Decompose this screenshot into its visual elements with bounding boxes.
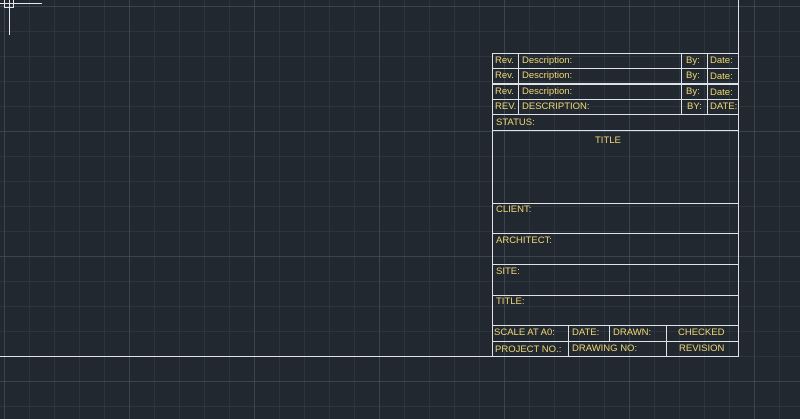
- sheet-border-bottom: [0, 356, 739, 357]
- revision-by-label: By:: [686, 70, 700, 81]
- revision-description-label: Description:: [522, 86, 573, 97]
- revision-rev-label: Rev.: [495, 70, 514, 81]
- crosshair-cursor-icon: [0, 0, 42, 36]
- drawing-no-label: DRAWING NO:: [572, 343, 638, 354]
- site-label: SITE:: [496, 266, 520, 277]
- revision-date-label: Date:: [710, 55, 733, 66]
- revision-by-label: By:: [686, 55, 700, 66]
- project-no-label: PROJECT NO.:: [495, 344, 562, 355]
- client-label: CLIENT:: [496, 204, 532, 215]
- revision-divider: [707, 53, 708, 115]
- status-label: STATUS:: [496, 117, 535, 128]
- revision-label: REVISION: [679, 343, 725, 354]
- footer-divider: [568, 325, 569, 357]
- site-cell[interactable]: [492, 264, 739, 296]
- revision-description-label: Description:: [522, 55, 573, 66]
- title-field-cell[interactable]: [492, 295, 739, 326]
- architect-label: ARCHITECT:: [496, 235, 552, 246]
- footer-divider: [609, 325, 610, 342]
- revision-divider: [681, 53, 682, 115]
- revision-date-label: Date:: [710, 87, 733, 98]
- revision-description-label: Description:: [522, 70, 573, 81]
- checked-label: CHECKED: [678, 327, 725, 338]
- revision-rev-label: Rev.: [495, 55, 514, 66]
- revision-header-rev: REV.: [495, 101, 517, 112]
- scale-label: SCALE AT A0:: [494, 327, 555, 338]
- footer-row-bottom[interactable]: [492, 341, 739, 357]
- revision-row[interactable]: [492, 68, 739, 84]
- revision-header-description: DESCRIPTION:: [522, 101, 590, 112]
- title-field-label: TITLE:: [496, 296, 525, 307]
- revision-date-label: Date:: [710, 71, 733, 82]
- footer-divider: [666, 325, 667, 357]
- drawn-label: DRAWN:: [613, 327, 652, 338]
- revision-header-date: DATE:: [710, 101, 738, 112]
- revision-by-label: By:: [686, 86, 700, 97]
- revision-header-by: BY:: [687, 101, 702, 112]
- revision-divider: [518, 53, 519, 115]
- footer-date-label: DATE:: [572, 327, 600, 338]
- revision-rev-label: Rev.: [495, 86, 514, 97]
- title-heading: TITLE: [595, 135, 621, 146]
